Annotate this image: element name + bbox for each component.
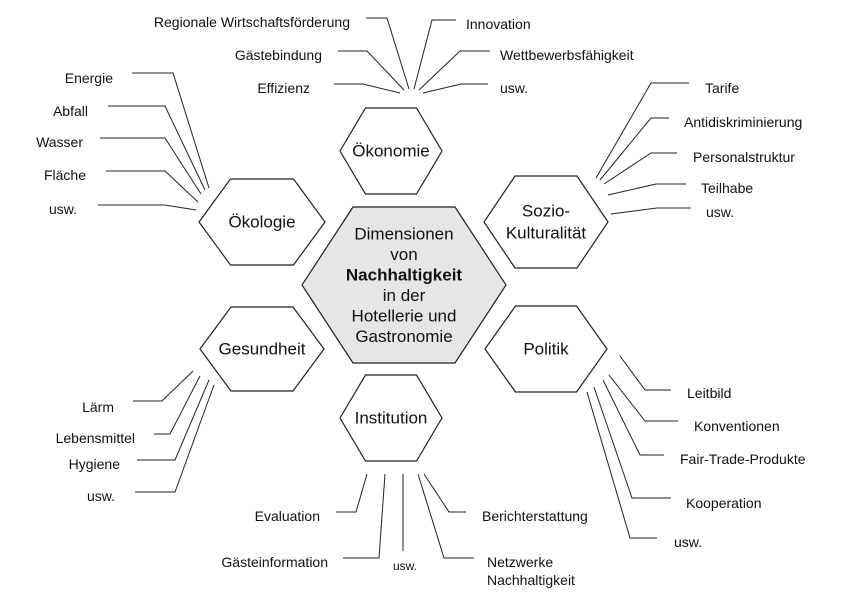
center-label-line: Gastronomie [355,327,452,346]
center-hexagon-shape [301,206,507,364]
dimension-label-line: Politik [523,340,569,359]
item-label: Wasser [36,134,83,150]
dimension-hexagon [198,178,326,266]
dimension-label-line: Kulturalität [506,224,587,243]
item-label: Personalstruktur [693,149,795,165]
connector-line [607,183,686,196]
item-label: Berichterstattung [482,508,588,524]
item-labels: Regionale WirtschaftsförderungGästebindu… [36,14,806,588]
dimension-politik: Politik [484,305,608,393]
connector-line [595,82,689,179]
connector-line [132,72,210,189]
center-label-line: Nachhaltigkeit [346,265,463,284]
item-label: Fair-Trade-Produkte [680,451,806,467]
item-label: Gästebindung [235,47,322,63]
connector-line [98,204,197,211]
connector-line [610,207,691,215]
item-label: usw. [87,488,115,504]
item-label: Lebensmittel [56,430,135,446]
connector-line [586,391,657,539]
connector-line [593,386,671,499]
connector-lines [98,17,691,559]
connector-line [619,355,671,391]
center-label-line: Hotellerie und [352,306,457,325]
dimension-oekologie: Ökologie [198,178,326,266]
connector-line [133,370,194,402]
item-label: Hygiene [69,456,121,472]
dimension-label-line: Sozio- [522,202,570,221]
connector-line [135,384,215,493]
connector-line [599,117,669,181]
connector-line [417,473,474,559]
connector-line [154,375,201,435]
connector-line [106,170,199,203]
item-label: Abfall [53,103,88,119]
item-label: Konventionen [694,418,780,434]
connector-line [137,379,210,461]
connector-line [334,83,401,94]
connector-line [603,152,677,185]
dimension-label-line: Ökonomie [352,142,429,161]
connector-line [366,17,410,90]
item-label: Teilhabe [701,180,753,196]
item-label: Lärm [82,399,114,415]
center-label-line: von [390,245,417,264]
item-label: Wettbewerbsfähigkeit [500,47,634,63]
center-label-line: in der [383,286,426,305]
dimension-label-line: Ökologie [228,213,295,232]
item-label: Regionale Wirtschaftsförderung [154,14,350,30]
item-label: Tarife [705,80,739,96]
item-label: Gästeinformation [221,554,328,570]
item-label: Kooperation [686,495,762,511]
item-label: usw. [500,80,528,96]
connector-line [418,50,490,91]
dimension-soziokulturalitaet: Sozio- Kulturalität [483,175,609,269]
connector-line [108,105,206,191]
dimension-gesundheit: Gesundheit [199,306,325,392]
item-label: Antidiskriminierung [684,114,802,130]
dimension-label-line: Gesundheit [219,340,306,359]
connector-line [423,473,466,513]
dimension-hexagon [483,175,609,269]
item-label: Energie [65,70,113,86]
dimension-hexagon [199,306,325,392]
connector-line [608,374,678,422]
dimension-hexagon [339,107,443,195]
dimension-hexagon [339,374,443,462]
connector-line [602,379,664,456]
item-label: Evaluation [255,508,320,524]
item-label: Leitbild [687,385,731,401]
item-label: usw. [393,559,417,573]
center-label-line: Dimensionen [354,224,453,243]
dimension-institution: Institution [339,374,443,462]
connector-line [422,83,488,94]
connector-line [336,473,368,513]
dimension-label-line: Institution [355,409,428,428]
item-label: Effizienz [257,80,310,96]
item-label: Fläche [44,167,86,183]
connector-line [343,473,386,559]
item-label: usw. [49,201,77,217]
connector-line [338,50,405,91]
item-label: Innovation [466,16,531,32]
connector-line [413,19,456,90]
dimension-oekonomie: Ökonomie [339,107,443,195]
connector-line [100,137,202,195]
item-label: usw. [706,204,734,220]
dimension-hexagon [484,305,608,393]
item-label: usw. [674,534,702,550]
